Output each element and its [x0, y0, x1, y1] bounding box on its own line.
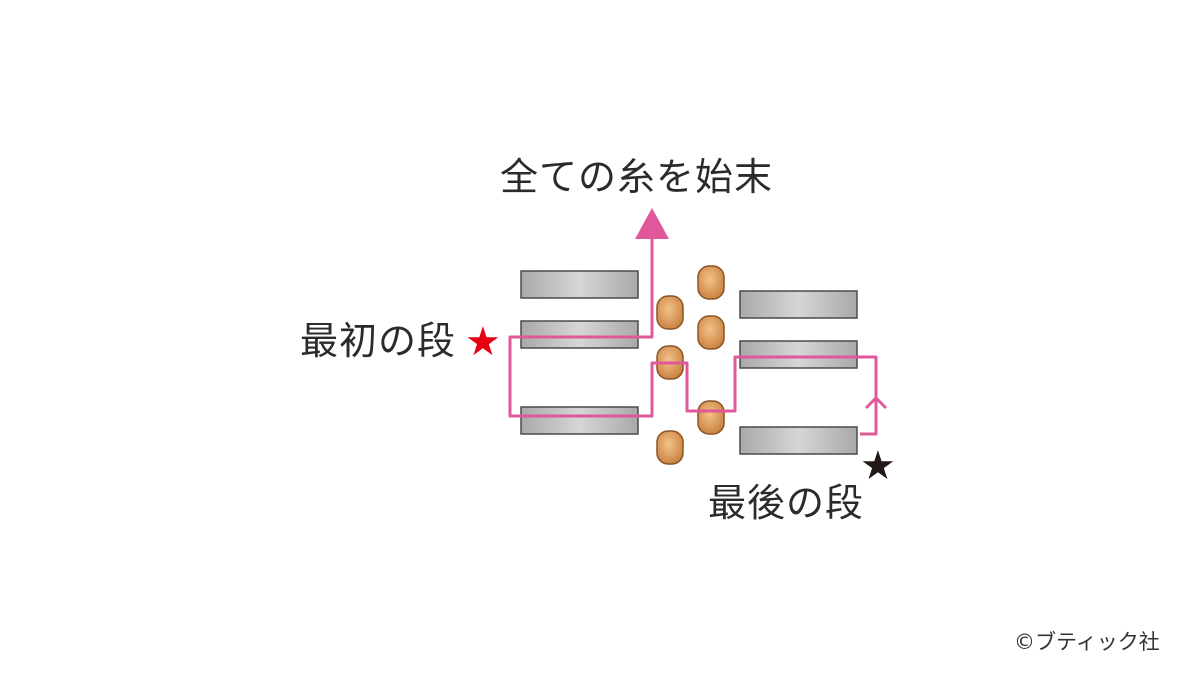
- bead: [697, 315, 725, 350]
- bead: [656, 295, 684, 330]
- finish-label: 全ての糸を始末: [500, 155, 774, 199]
- bar-right-bottom: [739, 426, 858, 455]
- red-star-icon: ★: [465, 319, 501, 365]
- bead: [697, 400, 725, 435]
- bead: [697, 265, 725, 300]
- bar-left-top: [520, 270, 639, 299]
- bead: [656, 430, 684, 465]
- copyright-label: ©ブティック社: [1014, 630, 1160, 654]
- thread-path: [508, 238, 878, 436]
- bar-left-middle: [520, 320, 639, 349]
- arrow-up-icon: [635, 208, 669, 239]
- bar-right-middle: [739, 340, 858, 369]
- first-row-label: 最初の段: [300, 319, 457, 363]
- last-row-label: 最後の段: [708, 481, 865, 525]
- direction-chevron-icon: [864, 395, 888, 410]
- bar-right-top: [739, 290, 858, 319]
- black-star-icon: ★: [860, 443, 896, 489]
- bar-left-bottom: [520, 406, 639, 435]
